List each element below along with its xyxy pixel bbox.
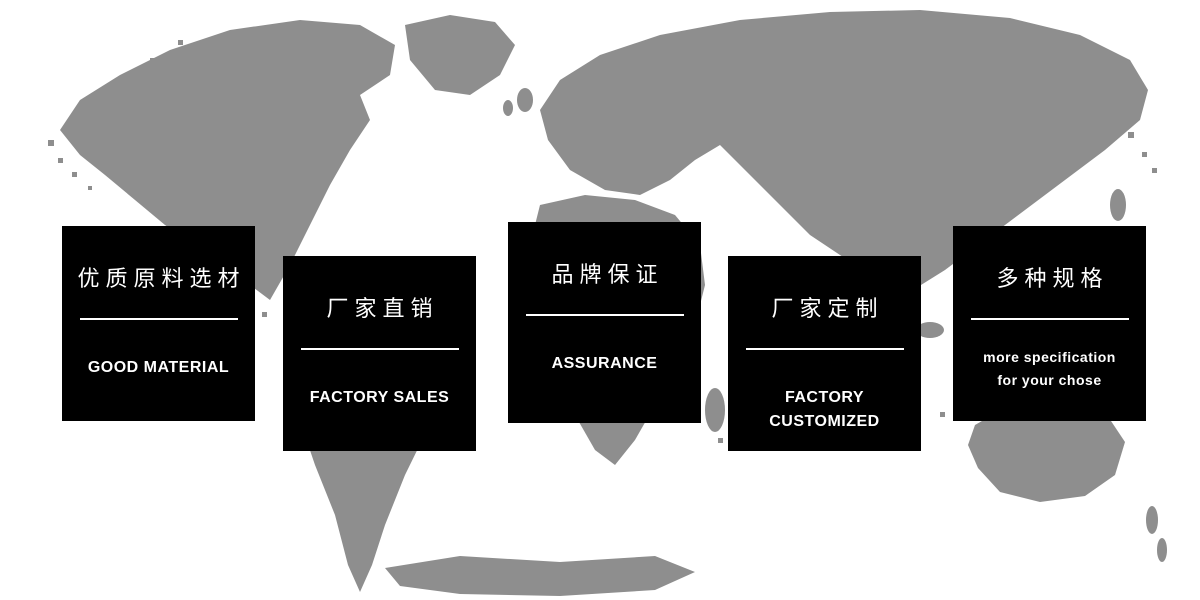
card-subtitle: FACTORY CUSTOMIZED: [769, 389, 880, 430]
card-title: 优质原料选材: [77, 266, 246, 291]
continent-north-america: [60, 20, 395, 300]
card-subtitle: more specification for your chose: [983, 349, 1116, 389]
feature-card-good-material: 优质原料选材 GOOD MATERIAL: [62, 226, 255, 421]
continent-australia: [968, 396, 1125, 502]
island-greenland: [405, 15, 515, 95]
card-divider: [300, 348, 459, 350]
card-divider: [745, 348, 904, 350]
feature-card-factory-sales: 厂家直销 FACTORY SALES: [283, 256, 476, 451]
card-title: 厂家定制: [771, 296, 884, 321]
card-divider: [970, 318, 1129, 320]
card-title: 厂家直销: [326, 296, 439, 321]
card-divider: [79, 318, 238, 320]
card-title: 品牌保证: [551, 262, 664, 287]
feature-card-assurance: 品牌保证 ASSURANCE: [508, 222, 701, 423]
card-subtitle: ASSURANCE: [551, 355, 658, 372]
card-title: 多种规格: [996, 266, 1109, 291]
card-subtitle: FACTORY SALES: [309, 389, 450, 406]
continent-antarctica-strip: [385, 556, 695, 596]
feature-card-factory-customized: 厂家定制 FACTORY CUSTOMIZED: [728, 256, 921, 451]
map-dissolve-dots: [48, 40, 1157, 443]
island-japan-1: [1110, 189, 1126, 221]
card-divider: [525, 314, 684, 316]
island-new-zealand-1: [1146, 506, 1158, 534]
island-madagascar: [705, 388, 725, 432]
island-uk: [517, 88, 533, 112]
feature-card-more-specification: 多种规格 more specification for your chose: [953, 226, 1146, 421]
island-new-zealand-2: [1157, 538, 1167, 562]
island-indonesia-1: [916, 322, 944, 338]
island-ireland: [503, 100, 513, 116]
continent-eurasia: [540, 10, 1148, 295]
card-subtitle: GOOD MATERIAL: [87, 359, 230, 376]
